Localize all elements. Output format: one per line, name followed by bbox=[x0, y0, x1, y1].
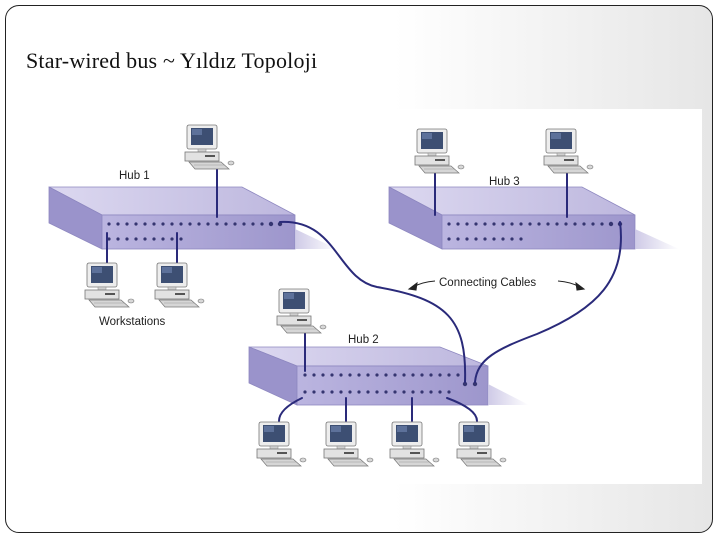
network-diagram: Hub 1 Hu bbox=[37, 109, 702, 484]
connecting-cables-label: Connecting Cables bbox=[439, 277, 536, 289]
hub-2-label: Hub 2 bbox=[348, 334, 379, 346]
hub-3-label: Hub 3 bbox=[489, 176, 520, 188]
cables bbox=[106, 167, 622, 422]
slide-title: Star-wired bus ~ Yıldız Topoloji bbox=[26, 48, 318, 73]
workstation-icon bbox=[184, 124, 235, 170]
hub-2 bbox=[248, 346, 529, 406]
workstation-icon bbox=[323, 421, 374, 467]
slide: Star-wired bus ~ Yıldız Topoloji bbox=[5, 5, 713, 533]
workstation-icon bbox=[256, 421, 307, 467]
pointer-arrows bbox=[407, 280, 586, 291]
workstation-icon bbox=[84, 262, 135, 308]
workstation-icon bbox=[414, 128, 465, 174]
hub-3 bbox=[388, 186, 679, 250]
workstation-icon bbox=[543, 128, 594, 174]
workstation-icon bbox=[456, 421, 507, 467]
hub-1-label: Hub 1 bbox=[119, 170, 150, 182]
hub-1 bbox=[48, 186, 337, 250]
workstation-icon bbox=[276, 288, 327, 334]
workstations-label: Workstations bbox=[99, 316, 166, 328]
workstation-icon bbox=[154, 262, 205, 308]
workstation-icon bbox=[389, 421, 440, 467]
